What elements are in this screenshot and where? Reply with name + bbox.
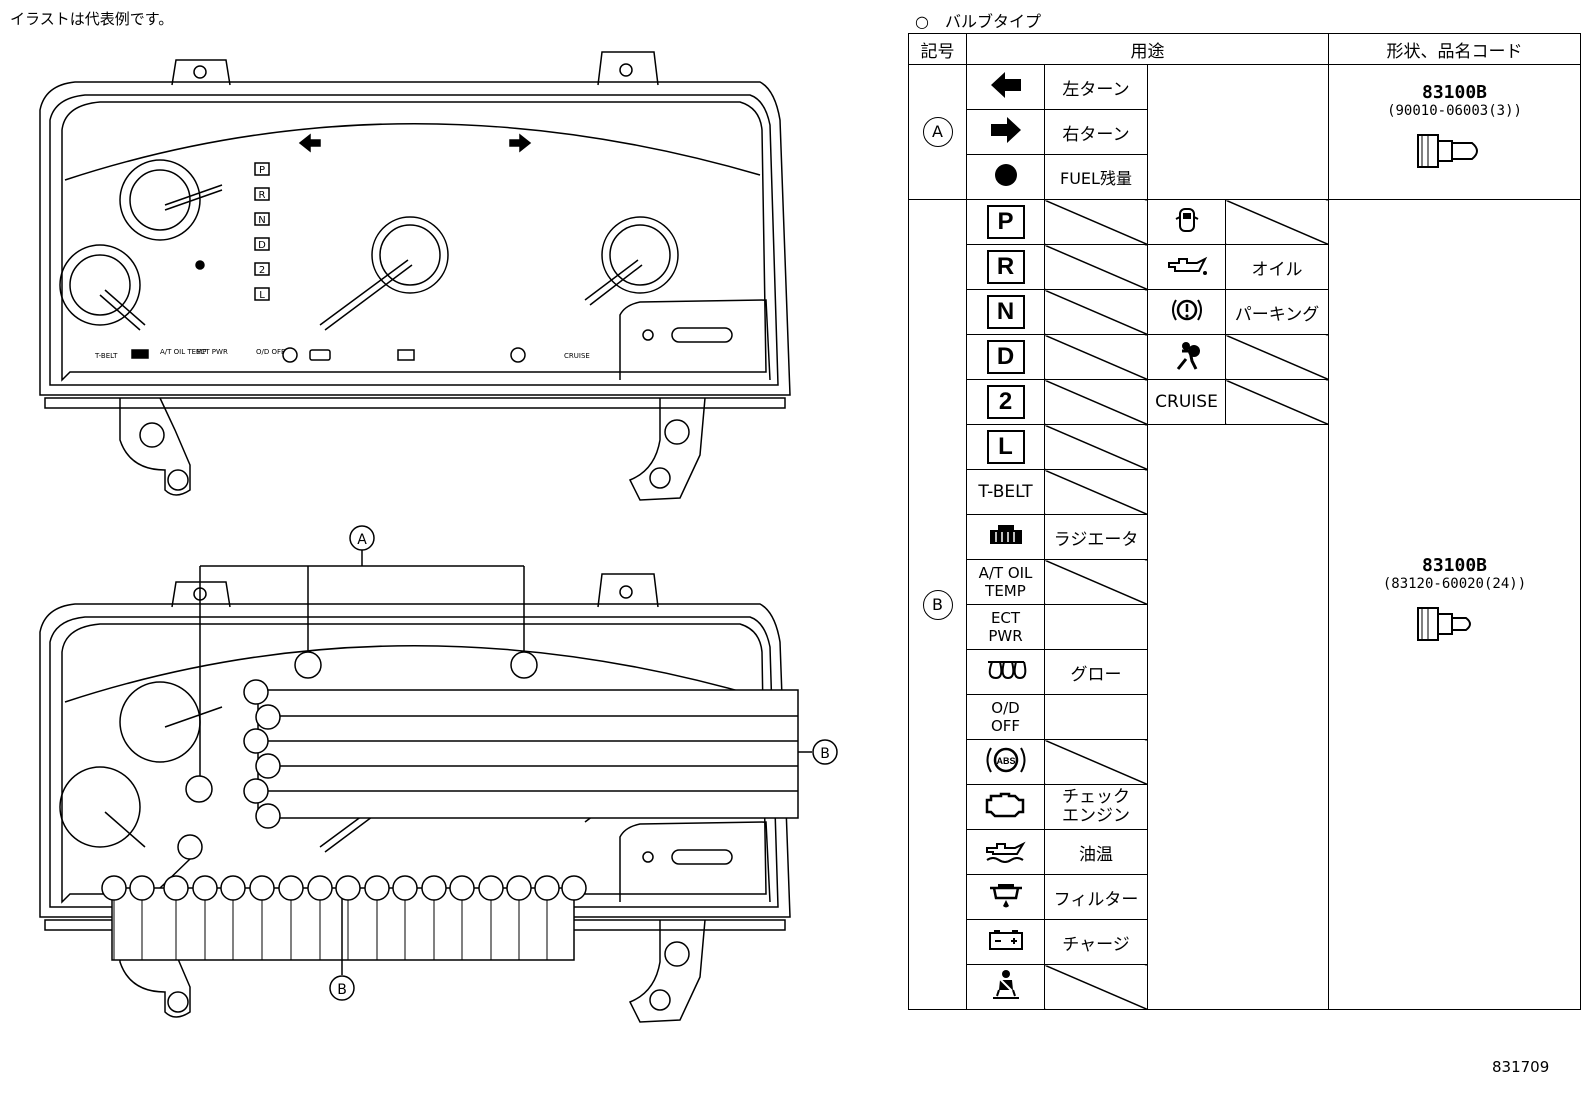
gear-2-symbol: 2 [966, 379, 1045, 425]
seatbelt-label [1044, 964, 1148, 1010]
door-label [1225, 199, 1329, 245]
group-a-code-main: 83100B [1421, 82, 1488, 103]
upper-gear-p: P [259, 165, 265, 176]
callout-b-right [177, 679, 838, 860]
upper-gear-indicators [254, 162, 270, 301]
check-engine-label: チェックエンジン [1044, 784, 1148, 830]
gear-n-symbol: N [966, 289, 1045, 335]
tbelt-symbol: T-BELT [966, 469, 1045, 515]
dot-icon [966, 154, 1045, 200]
extra-blank [1147, 424, 1329, 1010]
seatbelt-icon [966, 964, 1045, 1010]
bulb-type-table: 記号 用途 形状、品名コード A 左ターン 83100B (90010-0600… [908, 33, 1581, 1010]
battery-icon [966, 919, 1045, 965]
radiator-icon [966, 514, 1045, 560]
group-b-code-main: 83100B [1421, 554, 1488, 576]
filter-label: フィルター [1044, 874, 1148, 920]
upper-indicator-ectpwr: ECT PWR [196, 348, 228, 356]
parking-brake-icon [1147, 289, 1226, 335]
group-a-label-fuel: FUEL残量 [1044, 154, 1148, 200]
radiator-label: ラジエータ [1044, 514, 1148, 560]
right-arrow-icon [966, 109, 1045, 155]
gear-p-label [1044, 199, 1148, 245]
group-a-label-right-turn: 右ターン [1044, 109, 1148, 155]
check-engine-icon [966, 784, 1045, 830]
upper-gear-2: 2 [259, 265, 265, 276]
gear-p-symbol: P [966, 199, 1045, 245]
upper-cluster: P R N D 2 L T-BELT A/T OIL TEMP ECT PWR … [39, 51, 791, 501]
abs-icon: ABS [966, 739, 1045, 785]
header-symbol: 記号 [908, 33, 967, 65]
abs-label [1044, 739, 1148, 785]
upper-gear-d: D [258, 240, 266, 251]
parking-label: パーキング [1225, 289, 1329, 335]
ectpwr-label [1044, 604, 1148, 650]
group-a-code-sub: (90010-06003(3)) [1387, 103, 1522, 119]
upper-indicator-cruise: CRUISE [564, 352, 590, 360]
group-a-blank [1147, 64, 1329, 200]
header-code: 形状、品名コード [1328, 33, 1581, 65]
gear-n-label [1044, 289, 1148, 335]
upper-indicator-atoil: A/T OIL TEMP [160, 348, 206, 356]
upper-indicator-tbelt: T-BELT [94, 352, 118, 360]
upper-gear-n: N [258, 215, 265, 226]
gear-l-symbol: L [966, 424, 1045, 470]
upper-indicator-odoff: O/D OFF [256, 348, 285, 356]
oil-can-icon [1147, 244, 1226, 290]
cruise-label [1225, 379, 1329, 425]
callout-a [185, 525, 538, 803]
gear-r-label [1044, 244, 1148, 290]
group-b-label: B [922, 589, 953, 620]
filter-icon [966, 874, 1045, 920]
callout-a-label: A [357, 532, 367, 548]
left-arrow-icon [966, 64, 1045, 110]
svg-text:ABS: ABS [996, 756, 1015, 766]
gear-d-symbol: D [966, 334, 1045, 380]
atoil-label [1044, 559, 1148, 605]
glow-label: グロー [1044, 649, 1148, 695]
tbelt-label [1044, 469, 1148, 515]
upper-gear-r: R [259, 190, 266, 201]
oil-temp-label: 油温 [1044, 829, 1148, 875]
gear-2-label [1044, 379, 1148, 425]
group-b-code-sub: (83120-60020(24)) [1382, 575, 1527, 592]
header-usage: 用途 [966, 33, 1329, 65]
illustration-note: イラストは代表例です。 [10, 10, 174, 28]
table-caption: ○ バルブタイプ [915, 12, 1041, 31]
cluster-diagrams: P R N D 2 L T-BELT A/T OIL TEMP ECT PWR … [39, 51, 838, 1023]
odoff-label [1044, 694, 1148, 740]
gear-d-label [1044, 334, 1148, 380]
group-a-code-cell: 83100B (90010-06003(3)) [1328, 64, 1581, 200]
door-icon [1147, 199, 1226, 245]
group-a-label: A [922, 117, 953, 147]
airbag-icon [1147, 334, 1226, 380]
group-a-label-left-turn: 左ターン [1044, 64, 1148, 110]
group-b-symbol: B [908, 199, 967, 1010]
document-number: 831709 [1492, 1058, 1550, 1076]
group-a-symbol: A [908, 64, 967, 200]
callout-b-right-label: B [820, 746, 830, 762]
airbag-label [1225, 334, 1329, 380]
upper-gear-l: L [259, 290, 265, 301]
cruise-symbol: CRUISE [1147, 379, 1226, 425]
glow-icon [966, 649, 1045, 695]
callout-b-bottom-label: B [337, 982, 347, 998]
gear-l-label [1044, 424, 1148, 470]
oil-label: オイル [1225, 244, 1329, 290]
group-b-code-cell: 83100B (83120-60020(24)) [1328, 199, 1581, 1010]
bulb-b-icon [1416, 606, 1471, 641]
battery-label: チャージ [1044, 919, 1148, 965]
gear-r-symbol: R [966, 244, 1045, 290]
callout-b-bottom [101, 858, 587, 1001]
oil-temp-icon [966, 829, 1045, 875]
bulb-a-icon [1416, 134, 1478, 168]
